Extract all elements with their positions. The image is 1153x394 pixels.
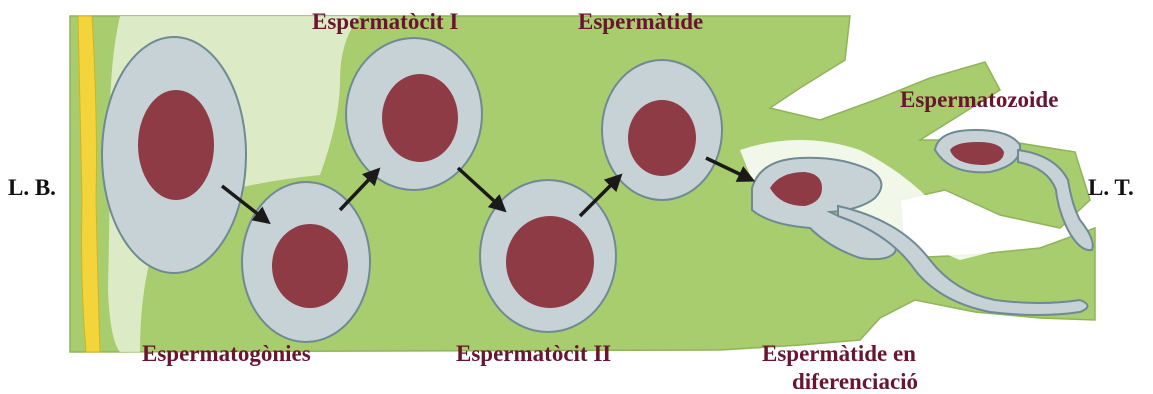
label-tubule-lumen: L. T. xyxy=(1088,176,1134,199)
spermatogonium-nucleus xyxy=(138,90,214,200)
label-basal-lamina: L. B. xyxy=(8,176,56,199)
label-spermatogonia: Espermatogònies xyxy=(142,342,311,365)
label-differentiating-1: Espermàtide en xyxy=(762,342,916,365)
spermatocyte-1-nucleus xyxy=(382,74,458,162)
spermatogonium-nucleus-2 xyxy=(272,224,348,308)
label-spermatid: Espermàtide xyxy=(578,10,703,33)
label-spermatocyte-2: Espermatòcit II xyxy=(456,342,611,365)
label-spermatozoon: Espermatozoide xyxy=(900,88,1058,111)
label-spermatocyte-1: Espermatòcit I xyxy=(312,10,458,33)
spermatid-nucleus xyxy=(628,100,696,176)
spermatocyte-2-nucleus xyxy=(506,216,594,308)
label-differentiating-2: diferenciació xyxy=(792,370,918,393)
